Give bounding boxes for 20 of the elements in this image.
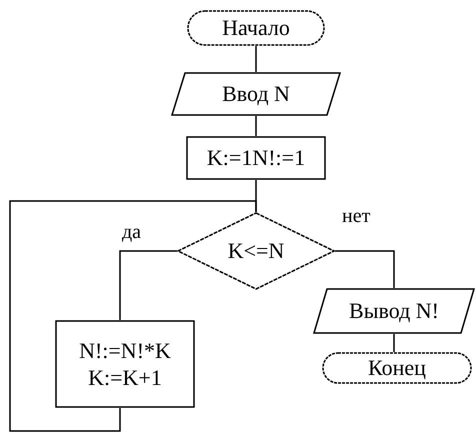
connector-line <box>255 116 257 136</box>
node-text: Конец <box>368 354 426 382</box>
output-parallelogram <box>313 288 475 334</box>
decision-diamond <box>177 212 335 290</box>
connector-line <box>9 200 257 432</box>
node-text: Ввод N <box>222 80 290 108</box>
node-text: K<=N <box>228 237 284 265</box>
connector-line <box>119 250 177 320</box>
end-terminal <box>322 352 472 384</box>
connector-line <box>393 334 395 352</box>
input-parallelogram <box>171 72 341 116</box>
node-text: K:=1N!:=1 <box>206 144 306 172</box>
connector-line <box>335 250 395 288</box>
start-terminal <box>187 10 325 46</box>
node-text: N!:=N!*K K:=K+1 <box>78 336 172 392</box>
node-text: Начало <box>222 14 290 42</box>
process-box <box>186 136 326 180</box>
process-box <box>55 320 195 408</box>
connector-line <box>255 46 257 72</box>
node-text: Вывод N! <box>349 297 439 325</box>
